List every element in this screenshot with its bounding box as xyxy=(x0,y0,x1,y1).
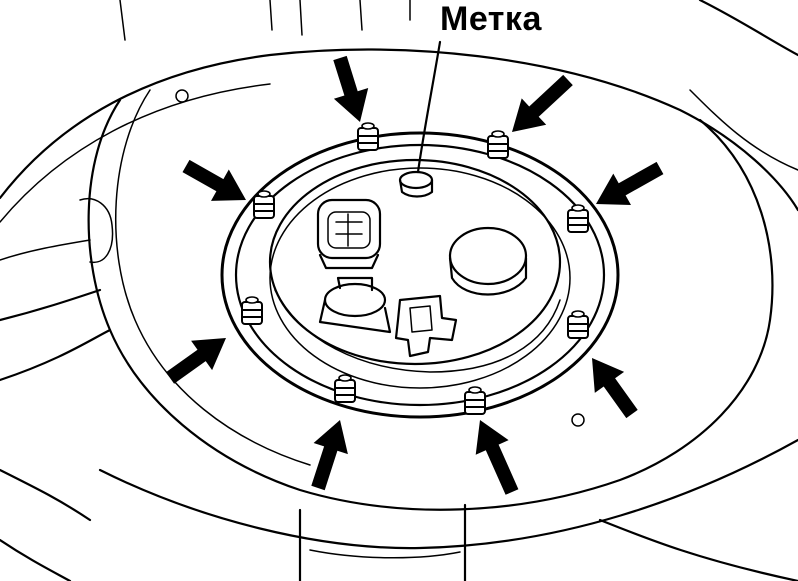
arrow-pointer xyxy=(333,55,369,122)
electrical-connector xyxy=(316,198,382,270)
bolt xyxy=(241,296,263,325)
hose-fitting xyxy=(318,276,392,334)
round-cap xyxy=(448,226,528,296)
return-line-clip xyxy=(394,294,458,358)
bolt xyxy=(464,386,486,415)
arrow-pointer xyxy=(512,74,573,132)
pump-cover-plate xyxy=(268,158,562,373)
arrow-pointer xyxy=(596,161,664,205)
bolt xyxy=(357,122,379,151)
arrow-pointer xyxy=(475,420,519,495)
arrow-pointer xyxy=(592,358,638,419)
arrow-pointer xyxy=(165,338,226,384)
bolt xyxy=(567,310,589,339)
arrow-pointer xyxy=(311,420,348,491)
arrow-pointer xyxy=(182,159,246,201)
bolt xyxy=(334,374,356,403)
bolt xyxy=(487,130,509,159)
arrow-group xyxy=(165,55,664,495)
callout-label-mark: Метка xyxy=(440,0,542,38)
bolt-group xyxy=(241,122,589,415)
mounting-flange xyxy=(220,131,620,419)
callout-leader xyxy=(416,40,442,174)
bolt xyxy=(567,204,589,233)
bolt xyxy=(253,190,275,219)
